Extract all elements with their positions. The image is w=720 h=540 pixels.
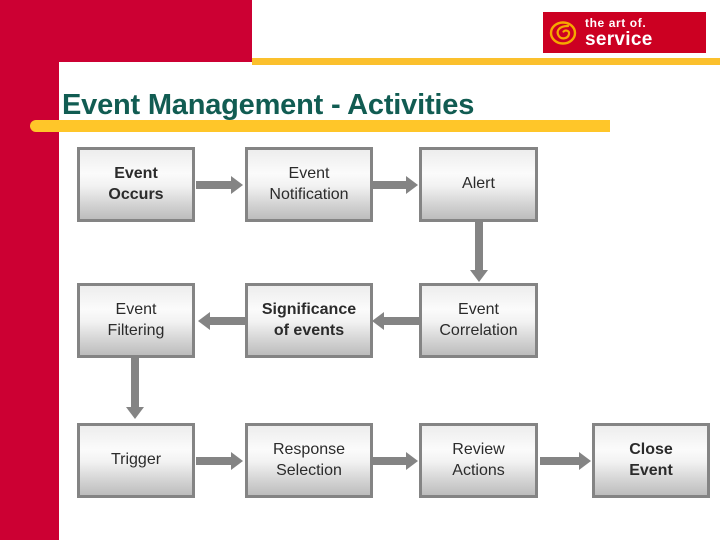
connector-trigger-to-response-selection — [196, 452, 243, 470]
node-alert[interactable]: Alert — [419, 147, 538, 222]
header-yellow-rule — [252, 58, 720, 65]
connector-event-filtering-to-trigger — [126, 358, 144, 419]
connector-event-occurs-to-event-notification — [196, 176, 243, 194]
connector-significance-to-event-filtering — [198, 312, 245, 330]
art-of-service-logo: the art of. service — [543, 12, 706, 53]
left-red-sidebar — [0, 62, 59, 540]
page-title: Event Management - Activities — [62, 89, 475, 121]
connector-alert-to-event-correlation — [470, 222, 488, 282]
connector-response-selection-to-review-actions — [369, 452, 418, 470]
logo-line-2: service — [585, 28, 653, 50]
title-underline-bar — [30, 120, 610, 132]
logo-wordmark: the art of. service — [583, 17, 653, 49]
connector-event-notification-to-alert — [369, 176, 418, 194]
logo-line-1: the art of. — [585, 15, 647, 30]
connector-review-actions-to-close-event — [540, 452, 591, 470]
art-of-service-monogram-icon — [543, 12, 583, 53]
header-red-block — [0, 0, 252, 62]
connector-event-correlation-to-significance — [372, 312, 419, 330]
node-trigger[interactable]: Trigger — [77, 423, 195, 498]
